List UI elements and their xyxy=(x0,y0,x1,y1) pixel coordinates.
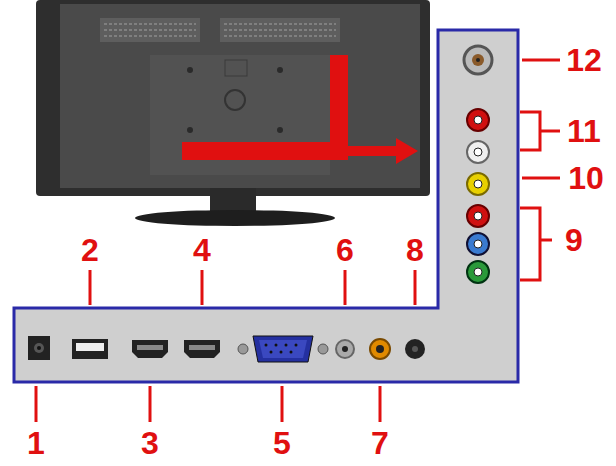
callout-number: 4 xyxy=(193,234,211,266)
callout-number: 11 xyxy=(567,115,601,147)
callout-number: 5 xyxy=(273,427,291,459)
callout-number: 1 xyxy=(27,427,45,459)
callout-number: 7 xyxy=(371,427,389,459)
callout-number: 2 xyxy=(81,234,99,266)
callout-number: 9 xyxy=(565,224,583,256)
callout-number: 8 xyxy=(406,234,424,266)
callout-number: 12 xyxy=(566,44,602,76)
callout-number: 10 xyxy=(568,162,604,194)
callout-number: 3 xyxy=(141,427,159,459)
callout-number: 6 xyxy=(336,234,354,266)
